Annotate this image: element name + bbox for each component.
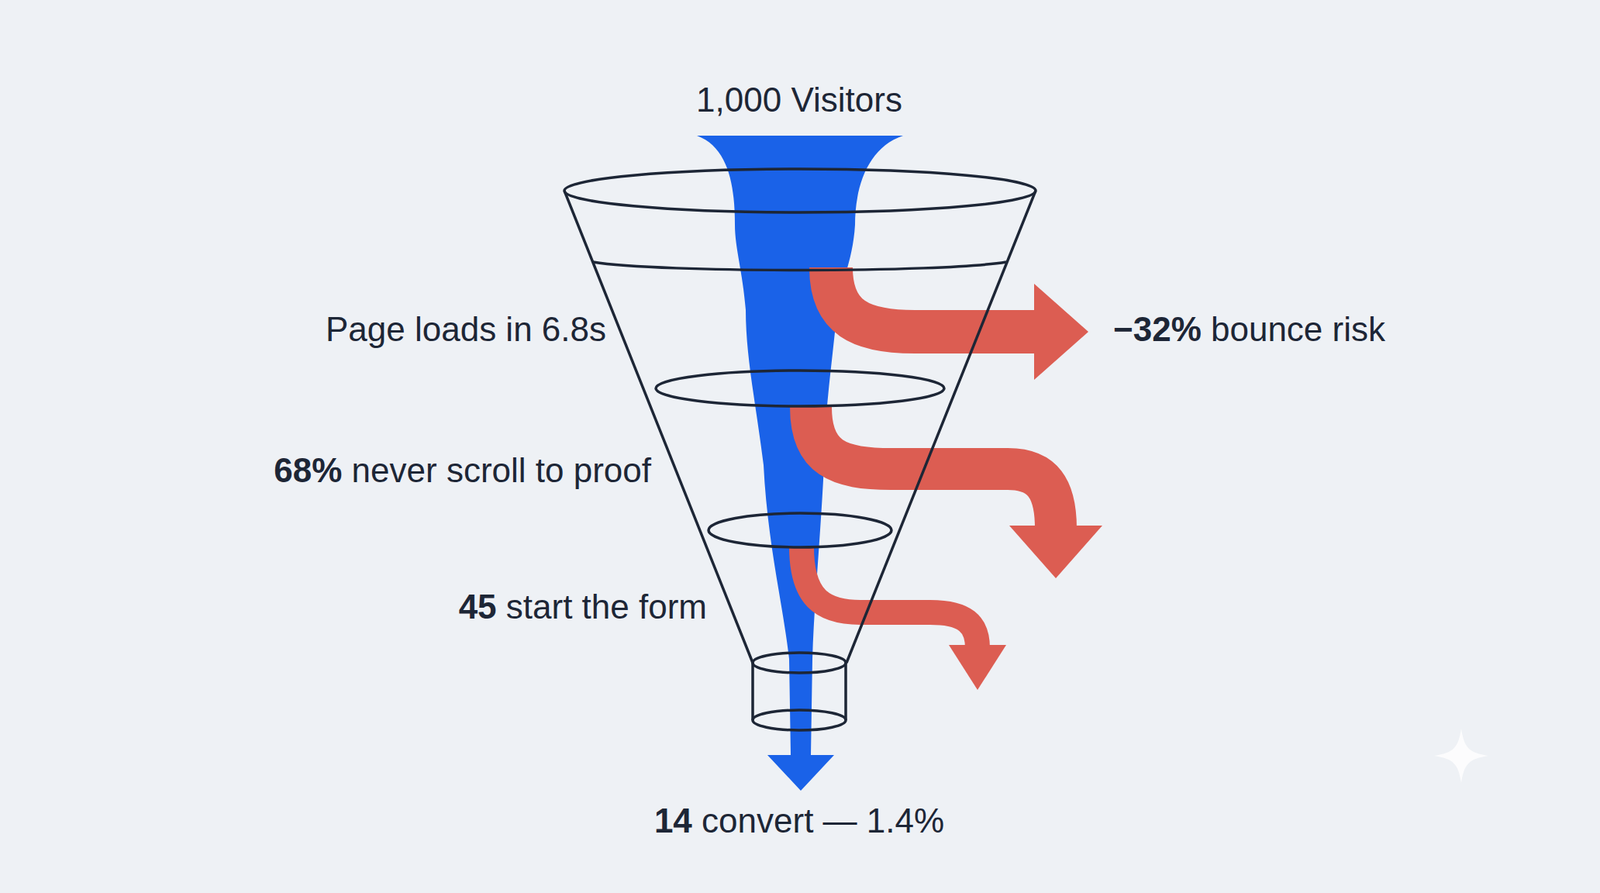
arrow-head [948,644,1007,690]
funnel-spout [752,710,846,731]
funnel-input-label: 1,000 Visitors [696,79,903,121]
funnel-ring [655,370,945,407]
drop-off-arrow [801,546,978,649]
funnel-ring [593,262,1007,271]
funnel-spout [752,652,846,673]
arrow-head [1034,283,1089,380]
sparkle-mark [1434,728,1489,783]
drop-off-arrow [831,267,1039,332]
arrow-head [1009,525,1103,579]
funnel-rim [564,168,1036,213]
stage-label: Page loads in 6.8s [325,309,607,351]
stage-label: 68% never scroll to proof [273,450,652,492]
stage-label: 45 start the form [458,586,707,628]
funnel-spout [752,662,846,721]
stage-label: 14 convert — 1.4% [654,800,945,842]
stage-label: −32% bounce risk [1113,309,1386,351]
drop-off-arrow [810,406,1056,529]
funnel-ring [708,513,892,548]
funnel-side [846,190,1036,663]
